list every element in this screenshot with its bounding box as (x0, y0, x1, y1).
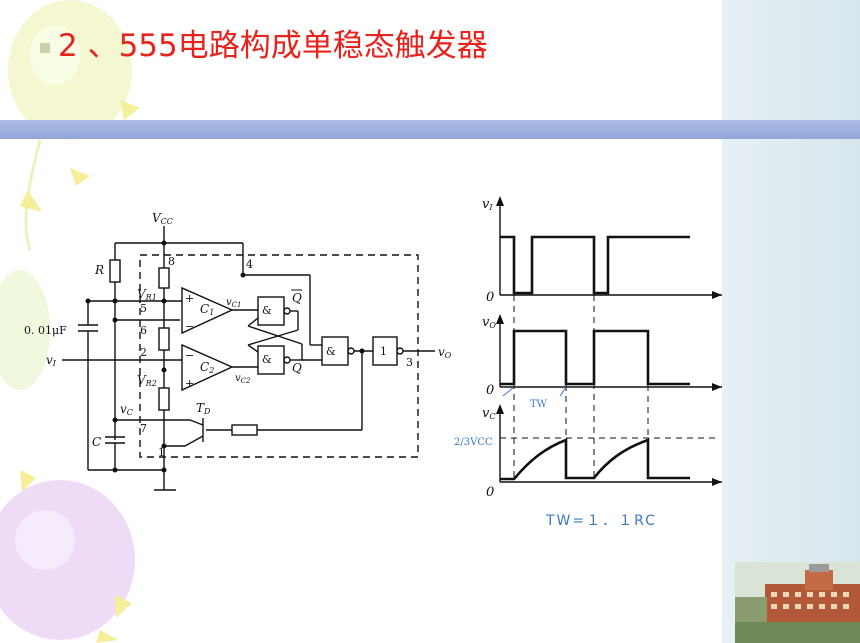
waveform-traces (500, 235, 690, 481)
title-bullet-icon (40, 42, 50, 53)
qbar-label: Q (292, 291, 302, 305)
slide-title: 2 、555电路构成单稳态触发器 (40, 20, 488, 65)
and-gate-1-label: & (262, 304, 272, 317)
vi-zero-label: 0 (486, 290, 494, 305)
c1-label: C1 (200, 302, 214, 317)
vr1-label: VR1 (137, 287, 157, 302)
c2-label: C2 (200, 360, 214, 375)
pin-1-label: 1 (158, 446, 165, 459)
pin-5-label: 5 (140, 302, 147, 315)
vr2-label: VR2 (137, 373, 157, 388)
vo-output-label: vO (438, 345, 452, 360)
vc1-label: vC1 (226, 297, 241, 309)
slide-title-text: 2 、555电路构成单稳态触发器 (58, 28, 488, 64)
vc-label: vC (120, 402, 133, 417)
cap-value-label: 0. 01μF (24, 324, 67, 337)
pin-6-label: 6 (140, 324, 147, 337)
ic-boundary (139, 254, 419, 458)
pin-4-label: 4 (246, 258, 253, 271)
r-label: R (94, 263, 104, 277)
inverter-label: 1 (380, 345, 387, 358)
c2-minus-label: − (185, 349, 194, 362)
c2-plus-label: + (185, 377, 194, 390)
vi-axis-label: vI (482, 197, 493, 212)
pin-8-label: 8 (168, 255, 175, 268)
pin-3-label: 3 (406, 356, 413, 369)
vc-zero-label: 0 (486, 485, 494, 500)
td-label: TD (196, 401, 211, 416)
q-label: Q (292, 361, 302, 375)
resistor-r (109, 259, 121, 283)
and-gate-2-label: & (262, 353, 272, 366)
vo-axis-label: vO (482, 315, 496, 330)
header-band (0, 120, 860, 139)
vi-input-label: vI (46, 353, 57, 368)
tw-label: TW (530, 399, 548, 410)
waveform-axes (499, 200, 722, 483)
campus-building-photo (735, 562, 860, 643)
vc-axis-label: vC (482, 406, 495, 421)
c1-plus-label: + (185, 292, 194, 305)
nand-gate-label: & (326, 345, 336, 358)
c-label: C (92, 435, 101, 449)
right-decoration-strip (722, 0, 860, 643)
c1-minus-label: − (185, 320, 194, 333)
two-thirds-vcc-label: 2/3VCC (454, 437, 493, 448)
vcc-label: VCC (152, 211, 173, 226)
vc2-label: vC2 (235, 373, 251, 385)
vo-zero-label: 0 (486, 383, 494, 398)
pulse-width-equation: TW=１．１RC (546, 513, 657, 529)
pin-2-label: 2 (140, 346, 147, 359)
pin-7-label: 7 (140, 422, 147, 435)
